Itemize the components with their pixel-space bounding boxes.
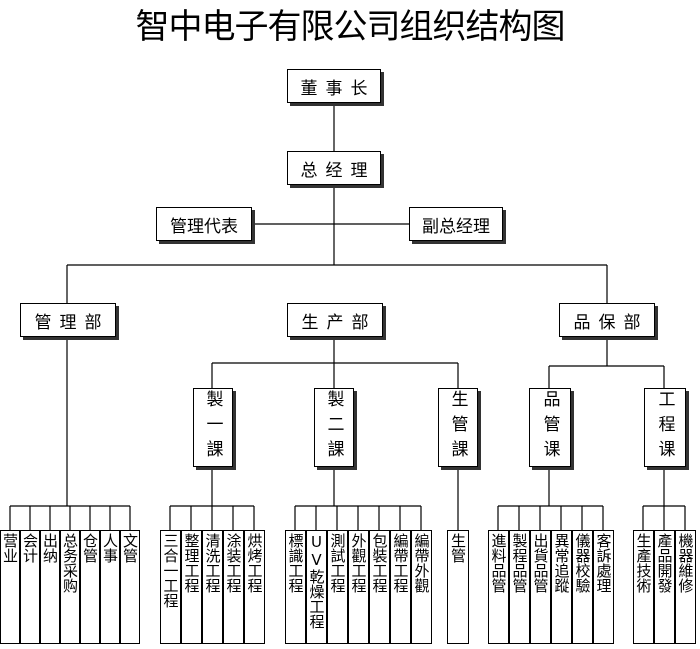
unit-admin-2: 出纳 <box>40 530 60 644</box>
unit-label: 烘烤工程 <box>245 533 264 593</box>
unit-label: 文管 <box>121 533 139 563</box>
unit-mfg2-3: 外觀工程 <box>348 530 369 644</box>
dept-quality-label: 品保部 <box>573 312 649 333</box>
unit-qc-4: 儀器校驗 <box>572 530 593 644</box>
unit-mfg2-0: 標識工程 <box>285 530 306 644</box>
unit-qc-5: 客訴處理 <box>593 530 614 644</box>
section-mfg2-box: 製二課 <box>314 388 354 467</box>
gm-box: 总经理 <box>287 151 381 185</box>
section-mfg1-box: 製一課 <box>193 388 233 467</box>
unit-mfg2-1: UV乾燥工程 <box>306 530 327 644</box>
unit-label: 製程品管 <box>510 533 529 593</box>
dept-production-label: 生产部 <box>301 312 377 333</box>
section-eng-box: 工程课 <box>644 388 686 467</box>
unit-mfg1-0: 三合一工程 <box>160 530 181 644</box>
unit-label: 人事 <box>101 533 119 563</box>
unit-label: 編帶外觀 <box>412 533 431 593</box>
section-mfg2-label: 製二課 <box>323 390 344 465</box>
unit-label: 三合一工程 <box>161 533 180 608</box>
dept-production-box: 生产部 <box>287 303 383 337</box>
unit-admin-3: 总务采购 <box>60 530 80 644</box>
unit-label: 涂装工程 <box>224 533 243 593</box>
deputy-gm-label: 副总经理 <box>422 216 490 237</box>
unit-mfg2-4: 包裝工程 <box>369 530 390 644</box>
chairman-box: 董事长 <box>287 69 381 103</box>
section-prod-mgmt-label: 生管課 <box>447 390 468 465</box>
unit-admin-0: 营业 <box>0 530 20 644</box>
unit-admin-1: 会计 <box>20 530 40 644</box>
section-mfg1-label: 製一課 <box>202 390 223 465</box>
unit-admin-6: 文管 <box>120 530 140 644</box>
unit-label: 編帶工程 <box>391 533 410 593</box>
unit-eng-0: 生產技術 <box>633 530 654 644</box>
unit-label: 進料品管 <box>489 533 508 593</box>
unit-label: 清洗工程 <box>203 533 222 593</box>
unit-mfg2-2: 測試工程 <box>327 530 348 644</box>
unit-mfg2-6: 編帶外觀 <box>411 530 432 644</box>
unit-label: 客訴處理 <box>594 533 613 593</box>
unit-label: 整理工程 <box>182 533 201 593</box>
section-prod-mgmt-box: 生管課 <box>438 388 478 467</box>
unit-label: 測試工程 <box>328 533 347 593</box>
unit-prod-mgmt-0: 生管 <box>447 530 469 644</box>
dept-quality-box: 品保部 <box>559 303 655 337</box>
unit-qc-2: 出貨品管 <box>530 530 551 644</box>
unit-label: 生管 <box>449 533 467 563</box>
unit-eng-1: 產品開發 <box>654 530 675 644</box>
unit-admin-5: 人事 <box>100 530 120 644</box>
unit-admin-4: 仓管 <box>80 530 100 644</box>
unit-label: 產品開發 <box>655 533 674 593</box>
deputy-gm-box: 副总经理 <box>409 207 503 241</box>
mgmt-rep-box: 管理代表 <box>156 207 252 241</box>
section-qc-box: 品管课 <box>529 388 571 467</box>
dept-admin-label: 管理部 <box>34 312 110 333</box>
mgmt-rep-label: 管理代表 <box>170 216 238 237</box>
unit-mfg2-5: 編帶工程 <box>390 530 411 644</box>
unit-qc-1: 製程品管 <box>509 530 530 644</box>
unit-label: 出纳 <box>41 533 59 563</box>
unit-label: 機器維修 <box>676 533 695 593</box>
unit-label: 出貨品管 <box>531 533 550 593</box>
unit-label: 会计 <box>21 533 39 563</box>
unit-label: 異常追蹤 <box>552 533 571 593</box>
unit-label: 总务采购 <box>61 533 79 593</box>
unit-mfg1-4: 烘烤工程 <box>244 530 265 644</box>
unit-label: UV乾燥工程 <box>307 533 326 629</box>
unit-eng-2: 機器維修 <box>675 530 696 644</box>
chart-title: 智中电子有限公司组织结构图 <box>135 7 566 47</box>
unit-qc-3: 異常追蹤 <box>551 530 572 644</box>
gm-label: 总经理 <box>300 160 376 181</box>
unit-label: 標識工程 <box>286 533 305 593</box>
unit-label: 外觀工程 <box>349 533 368 593</box>
chairman-label: 董事长 <box>300 78 376 99</box>
unit-mfg1-2: 清洗工程 <box>202 530 223 644</box>
unit-label: 营业 <box>1 533 19 563</box>
unit-mfg1-3: 涂装工程 <box>223 530 244 644</box>
unit-qc-0: 進料品管 <box>488 530 509 644</box>
unit-mfg1-1: 整理工程 <box>181 530 202 644</box>
section-eng-label: 工程课 <box>654 390 675 465</box>
section-qc-label: 品管课 <box>539 390 560 465</box>
unit-label: 包裝工程 <box>370 533 389 593</box>
unit-label: 仓管 <box>81 533 99 563</box>
unit-label: 生產技術 <box>634 533 653 593</box>
dept-admin-box: 管理部 <box>20 303 116 337</box>
unit-label: 儀器校驗 <box>573 533 592 593</box>
